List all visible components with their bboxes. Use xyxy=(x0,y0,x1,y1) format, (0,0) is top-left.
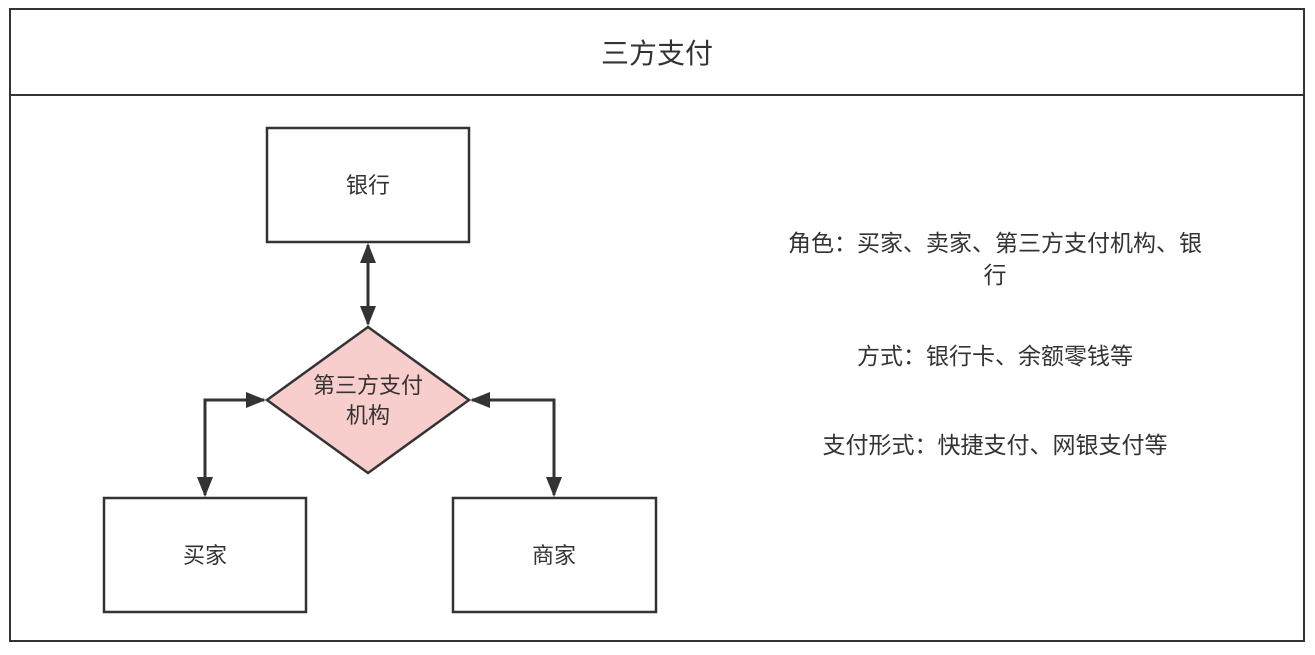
bank-label: 银行 xyxy=(346,174,390,199)
diagram-title: 三方支付 xyxy=(11,10,1303,96)
merchant-box xyxy=(451,496,658,614)
third-party-label-line1: 第三方支付 xyxy=(313,374,423,399)
buyer-label: 买家 xyxy=(183,544,227,569)
methods-note: 方式：银行卡、余额零钱等 xyxy=(857,344,1133,370)
third-party-diamond xyxy=(264,325,472,475)
roles-note-line1: 角色：买家、卖家、第三方支付机构、银 xyxy=(788,231,1202,257)
roles-note: 角色：买家、卖家、第三方支付机构、银 行 xyxy=(735,228,1255,292)
diagram-frame: 三方支付 xyxy=(9,8,1305,642)
third-party-label-line2: 机构 xyxy=(346,404,390,429)
bank-box xyxy=(265,126,471,244)
buyer-box xyxy=(102,496,308,614)
forms-note: 支付形式：快捷支付、网银支付等 xyxy=(822,433,1168,459)
buyer-third-party-connector xyxy=(197,392,266,497)
roles-note-line2: 行 xyxy=(983,263,1007,289)
merchant-third-party-connector xyxy=(470,392,562,497)
merchant-label: 商家 xyxy=(532,544,576,569)
